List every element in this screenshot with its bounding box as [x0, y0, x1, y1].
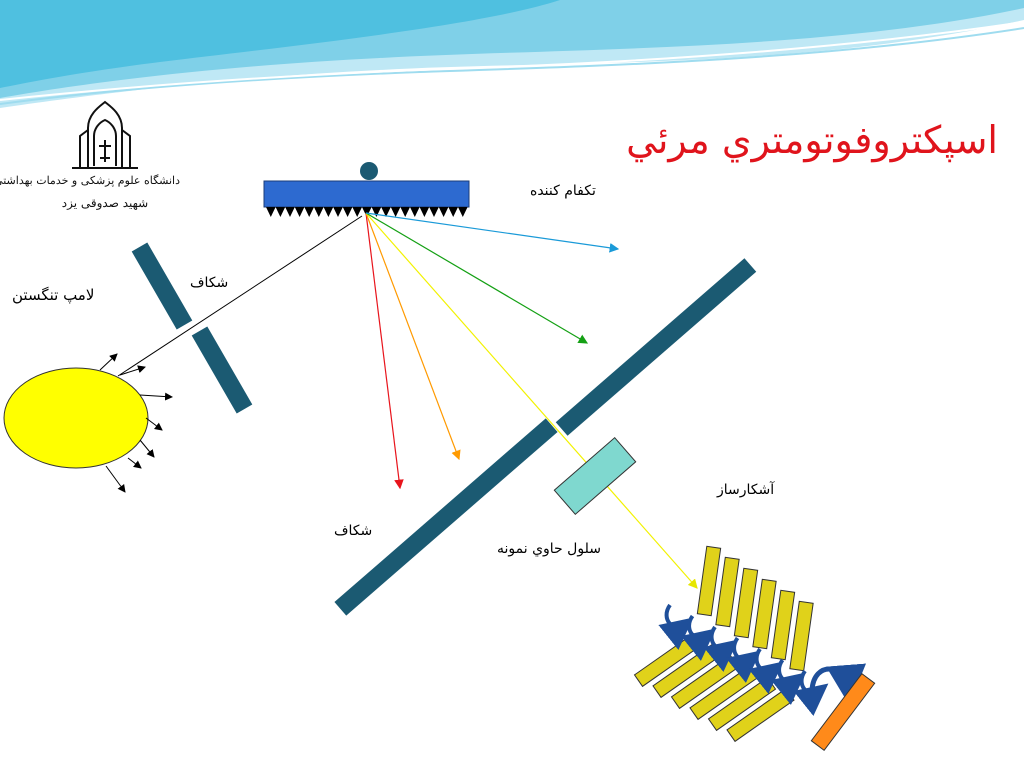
electron-path-arrow: [809, 663, 866, 705]
anode-plate: [810, 672, 876, 752]
dynode-upper: [789, 600, 814, 672]
electron-path-arrow: [658, 603, 694, 650]
lamp-label: لامپ تنگستن: [12, 286, 95, 304]
slit-label-2: شكاف: [334, 523, 373, 539]
diffraction-grating: [263, 162, 470, 217]
dynode-upper: [770, 589, 796, 661]
electron-path-arrow: [680, 614, 716, 661]
logo-line-1: دانشگاه علوم پزشکی و خدمات بهداشتی درمان…: [0, 174, 180, 187]
slit-label-1: شكاف: [190, 275, 229, 291]
detector-assembly: [633, 545, 876, 752]
electron-path-arrow: [725, 636, 761, 683]
ray-blue: [365, 212, 620, 253]
sample-cuvette: [553, 436, 637, 516]
incident-beam: [117, 215, 363, 377]
tungsten-lamp: [3, 353, 173, 493]
monochromator-label: تکفام كننده: [530, 183, 596, 199]
logo-line-2: شهید صدوقی یزد: [61, 196, 149, 210]
dynode-upper: [696, 545, 722, 617]
ray-orange: [365, 212, 461, 461]
dynode-upper: [752, 578, 777, 650]
ray-green: [365, 212, 589, 344]
dynode-upper: [733, 567, 759, 639]
exit-slit: [334, 258, 757, 616]
header-wave-decoration: [0, 0, 1024, 108]
detector-label: آشكارساز: [717, 482, 775, 498]
ray-red: [365, 212, 404, 490]
electron-path-arrow: [703, 625, 739, 672]
electron-path-arrow: [748, 647, 784, 694]
university-logo: دانشگاه علوم پزشکی و خدمات بهداشتی درمان…: [0, 100, 180, 222]
electron-path-arrow: [770, 658, 806, 705]
entrance-slit: [131, 242, 253, 414]
slide-title: اسپکتروفوتومتري مرئي: [626, 118, 998, 162]
ray-yellow: [365, 212, 698, 589]
dynode-upper: [715, 556, 740, 628]
sample-cell-label: سلول حاوي نمونه: [497, 541, 601, 557]
dispersed-rays: [365, 212, 698, 589]
electron-path-arrow: [793, 669, 829, 716]
